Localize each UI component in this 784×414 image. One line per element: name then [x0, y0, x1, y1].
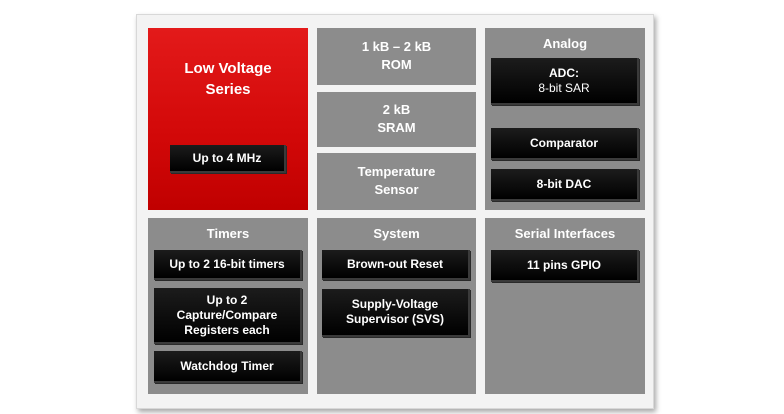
capture-compare-line3: Registers each [184, 322, 270, 337]
comparator-label: Comparator [529, 135, 598, 150]
rom-type: ROM [381, 57, 412, 72]
low-voltage-title: Low Voltage Series [148, 58, 308, 100]
low-voltage-title-line1: Low Voltage [184, 60, 272, 77]
temperature-sensor-line1: Temperature [357, 164, 436, 179]
adc-line2: 8-bit SAR [538, 80, 590, 95]
capture-compare-line2: Capture/Compare [176, 307, 278, 322]
adc-block: ADC: 8-bit SAR [491, 58, 639, 105]
low-voltage-title-line2: Series [205, 81, 251, 98]
analog-title: Analog [542, 36, 588, 51]
temperature-sensor-panel: Temperature Sensor [317, 153, 476, 210]
sram-panel: 2 kB SRAM [317, 92, 476, 147]
capture-compare-line1: Up to 2 [206, 292, 248, 307]
capture-compare-label: Up to 2 Capture/Compare Registers each [177, 293, 278, 338]
svs-line1: Supply-Voltage [351, 297, 439, 311]
low-voltage-panel: Low Voltage Series [148, 28, 308, 210]
temperature-sensor-label: Temperature Sensor [317, 163, 476, 199]
timers-16bit-label: Up to 2 16-bit timers [169, 256, 285, 271]
capture-compare-block: Up to 2 Capture/Compare Registers each [154, 288, 302, 344]
adc-label: ADC: 8-bit SAR [538, 66, 589, 96]
svs-line2: Supervisor (SVS) [345, 312, 445, 326]
rom-label: 1 kB – 2 kB ROM [317, 38, 476, 74]
brown-out-reset-block: Brown-out Reset [322, 250, 470, 280]
temperature-sensor-line2: Sensor [374, 182, 419, 197]
serial-interfaces-title: Serial Interfaces [514, 226, 616, 241]
sram-size: 2 kB [382, 102, 411, 117]
dac-block: 8-bit DAC [491, 169, 639, 201]
frequency-label: Up to 4 MHz [192, 150, 262, 165]
serial-interfaces-panel: Serial Interfaces [485, 218, 645, 394]
gpio-block: 11 pins GPIO [491, 250, 639, 282]
watchdog-timer-label: Watchdog Timer [180, 358, 274, 373]
sram-type: SRAM [377, 120, 416, 135]
svs-label: Supply-Voltage Supervisor (SVS) [346, 297, 444, 327]
rom-size: 1 kB – 2 kB [361, 39, 432, 54]
sram-label: 2 kB SRAM [317, 101, 476, 137]
frequency-block: Up to 4 MHz [170, 145, 286, 173]
gpio-label: 11 pins GPIO [526, 257, 602, 272]
dac-label: 8-bit DAC [536, 176, 592, 191]
comparator-block: Comparator [491, 128, 639, 160]
brown-out-reset-label: Brown-out Reset [347, 256, 443, 271]
timers-16bit-block: Up to 2 16-bit timers [154, 250, 302, 280]
adc-line1: ADC: [548, 65, 579, 80]
system-title: System [373, 226, 420, 241]
svs-block: Supply-Voltage Supervisor (SVS) [322, 289, 470, 337]
timers-title: Timers [206, 226, 250, 241]
watchdog-timer-block: Watchdog Timer [154, 351, 302, 383]
rom-panel: 1 kB – 2 kB ROM [317, 28, 476, 85]
